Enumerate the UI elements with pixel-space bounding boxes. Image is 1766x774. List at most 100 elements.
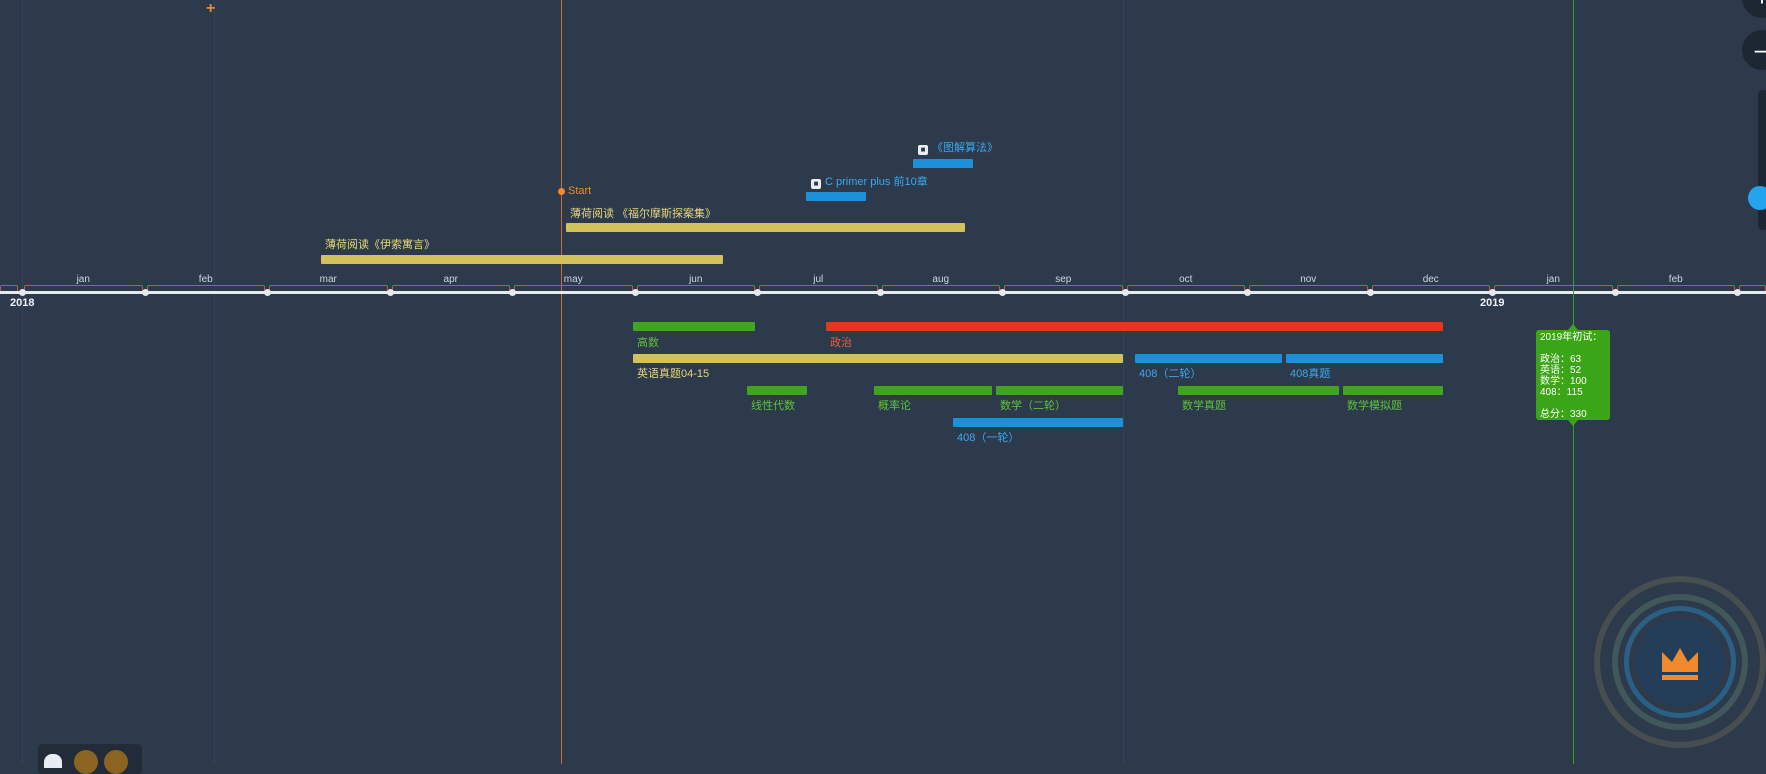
tick-dot: [876, 289, 884, 296]
crown-ring: [1612, 594, 1748, 730]
month-label: dec: [1422, 274, 1439, 285]
event-bar-algorithms[interactable]: [913, 159, 973, 168]
crown-icon: [1662, 648, 1698, 680]
dino-icon[interactable]: [44, 754, 62, 768]
event-label-cprimer[interactable]: ■C primer plus 前10章: [811, 173, 928, 189]
tick-dot: [1489, 289, 1496, 296]
month-bracket: [146, 285, 265, 291]
month-bracket: [1494, 285, 1613, 291]
event-bar-linear[interactable]: [747, 386, 807, 395]
month-label: apr: [443, 274, 458, 285]
year-2018: 2018: [10, 297, 35, 309]
note-title: 2019年初试：: [1540, 332, 1603, 343]
event-label-408-round2[interactable]: 408（二轮）: [1139, 368, 1202, 380]
event-bar-math2[interactable]: [996, 386, 1123, 395]
tick-dot: [754, 289, 761, 296]
tool-button[interactable]: [74, 750, 98, 774]
event-bar-408-round2[interactable]: [1135, 354, 1282, 363]
exam-score-note[interactable]: 2019年初试： 政治：63 英语：52 数学：100 408：115 总分：3…: [1536, 330, 1610, 420]
note-line: 政治：63: [1540, 354, 1582, 365]
note-total: 总分：330: [1540, 409, 1587, 420]
note-line: 英语：52: [1540, 365, 1582, 376]
month-label: jul: [813, 274, 824, 285]
tick-dot: [386, 289, 394, 296]
year-2019: 2019: [1480, 297, 1505, 309]
tick-dot: [141, 289, 149, 296]
note-arrow-bottom: [1568, 420, 1578, 426]
tick-dot: [631, 289, 639, 296]
document-icon: ■: [811, 179, 821, 189]
month-bracket: [1616, 285, 1735, 291]
grid-line: [214, 0, 215, 764]
month-bracket: [1004, 285, 1123, 291]
tick-dot: [1611, 289, 1619, 296]
tick-dot: [1366, 289, 1374, 296]
month-bracket: [24, 285, 143, 291]
note-line: 数学：100: [1540, 376, 1587, 387]
book-icon: ■: [918, 145, 928, 155]
month-label: jun: [689, 274, 703, 285]
start-dot: [558, 188, 565, 195]
month-label: jan: [1546, 274, 1560, 285]
crown-button[interactable]: [1594, 576, 1766, 748]
tick-dot: [1121, 289, 1129, 296]
event-label-math-exam[interactable]: 数学真题: [1182, 400, 1226, 412]
event-label-408-exam[interactable]: 408真题: [1290, 368, 1331, 380]
event-label-gaoshu[interactable]: 高数: [637, 337, 659, 349]
event-label-math2[interactable]: 数学（二轮）: [1000, 400, 1066, 412]
month-bracket: [514, 285, 633, 291]
add-marker-icon[interactable]: +: [206, 0, 216, 17]
event-bar-gaoshu[interactable]: [633, 322, 755, 331]
month-bracket: [881, 285, 1000, 291]
event-label-linear[interactable]: 线性代数: [751, 400, 795, 412]
event-bar-408-round1[interactable]: [953, 418, 1123, 427]
tool-button[interactable]: [104, 750, 128, 774]
month-label: jan: [76, 274, 90, 285]
month-bracket: [0, 285, 18, 291]
event-bar-math-mock[interactable]: [1343, 386, 1443, 395]
event-label-408-round1[interactable]: 408（一轮）: [957, 432, 1020, 444]
event-label-algorithms[interactable]: ■《图解算法》: [918, 139, 998, 155]
event-bar-zhengzhi[interactable]: [826, 322, 1443, 331]
crown-core: [1636, 618, 1724, 706]
tick-dot: [999, 289, 1006, 296]
event-bar-math-exam[interactable]: [1178, 386, 1339, 395]
month-bracket: [1126, 285, 1245, 291]
zoom-out-button[interactable]: –: [1742, 30, 1766, 70]
event-label-sherlock[interactable]: 薄荷阅读 《福尔摩斯探案集》: [570, 208, 717, 220]
month-bracket: [269, 285, 388, 291]
grid-line: [22, 0, 23, 764]
grid-line: [1123, 0, 1124, 764]
event-bar-sherlock[interactable]: [566, 223, 965, 232]
crown-ring: [1624, 606, 1736, 718]
event-label-math-mock[interactable]: 数学模拟题: [1347, 400, 1402, 412]
event-bar-english[interactable]: [633, 354, 1123, 363]
event-bar-cprimer[interactable]: [806, 192, 866, 201]
event-label-prob[interactable]: 概率论: [878, 400, 911, 412]
month-bracket: [1739, 285, 1766, 291]
month-label: may: [563, 274, 583, 285]
month-label: aug: [932, 274, 950, 285]
month-label: oct: [1179, 274, 1193, 285]
event-bar-408-exam[interactable]: [1286, 354, 1443, 363]
month-bracket: [1249, 285, 1368, 291]
event-label-english[interactable]: 英语真题04-15: [637, 368, 710, 380]
event-label-aesop[interactable]: 薄荷阅读《伊索寓言》: [325, 239, 435, 251]
month-label: feb: [198, 274, 213, 285]
zoom-in-button[interactable]: +: [1742, 0, 1766, 18]
bottom-toolbar: [38, 744, 142, 774]
month-bracket: [636, 285, 755, 291]
tick-dot: [1734, 289, 1741, 296]
tick-dot: [264, 289, 271, 296]
note-line: 408：115: [1540, 387, 1583, 398]
event-label-zhengzhi[interactable]: 政治: [830, 337, 852, 349]
zoom-slider-knob[interactable]: [1748, 186, 1766, 210]
zoom-slider-track[interactable]: [1758, 90, 1766, 230]
month-bracket: [1371, 285, 1490, 291]
tick-dot: [19, 289, 26, 296]
month-bracket: [391, 285, 510, 291]
event-bar-aesop[interactable]: [321, 255, 723, 264]
month-label: sep: [1055, 274, 1072, 285]
month-label: mar: [319, 274, 337, 285]
event-bar-prob[interactable]: [874, 386, 992, 395]
